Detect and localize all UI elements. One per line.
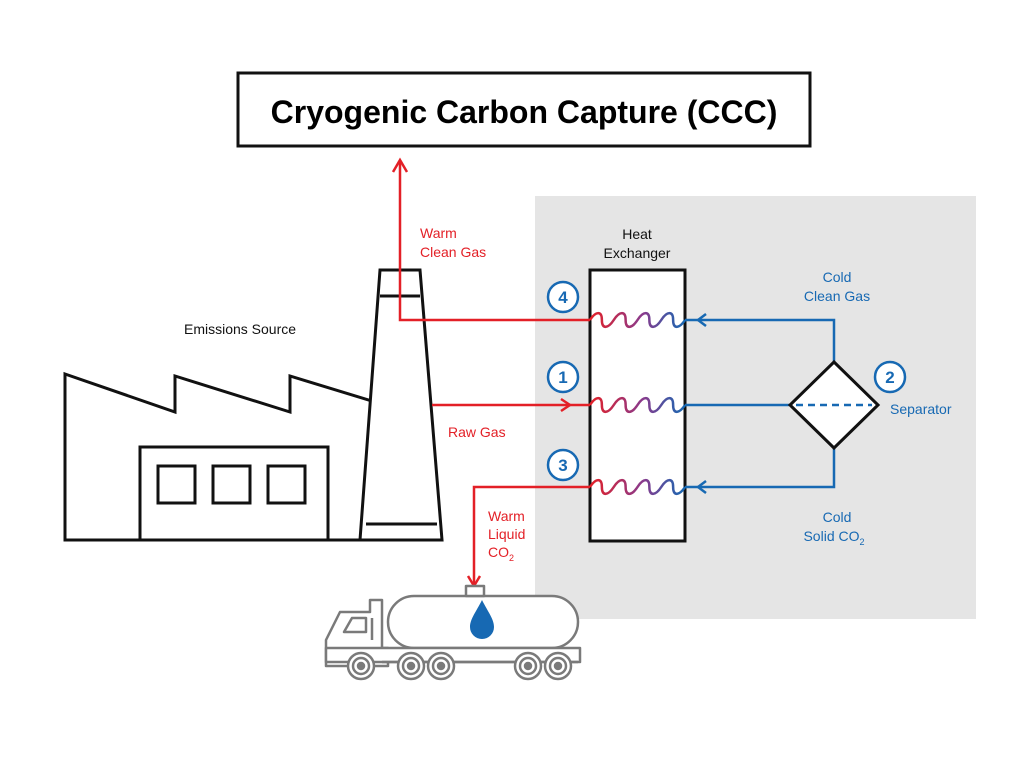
co2-subscript: 2: [860, 537, 865, 547]
warm-clean-gas-label-line2: Clean Gas: [420, 244, 486, 260]
factory-icon: [63, 371, 377, 542]
co2-subscript: 2: [509, 553, 514, 563]
raw-gas-line: [432, 397, 590, 413]
cold-clean-gas-label-line2: Clean Gas: [804, 288, 870, 304]
separator: [787, 359, 881, 451]
title-box: Cryogenic Carbon Capture (CCC): [236, 71, 812, 148]
truck-wheel: [543, 651, 573, 681]
cold-solid-co2-label: Solid CO2: [803, 528, 864, 547]
cold-clean-gas-line: [685, 313, 836, 362]
svg-text:2: 2: [885, 368, 894, 387]
svg-text:3: 3: [558, 456, 567, 475]
step-4-badge: 4: [546, 280, 580, 314]
cold-solid-co2-line: [685, 448, 836, 494]
warm-liquid-co2-label: CO2: [488, 544, 514, 563]
truck-wheels: [346, 651, 573, 681]
warm-liquid-label-line1: Warm: [488, 508, 525, 524]
truck-wheel: [396, 651, 426, 681]
coil-row-1: [588, 396, 687, 414]
step-2-badge: 2: [873, 360, 907, 394]
emissions-source-label: Emissions Source: [184, 321, 296, 337]
separator-label: Separator: [890, 401, 952, 417]
truck-wheel: [426, 651, 456, 681]
svg-text:1: 1: [558, 368, 567, 387]
warm-clean-gas-label-line1: Warm: [420, 225, 457, 241]
heat-exchanger-coils: [588, 311, 687, 496]
cold-clean-gas-label-line1: Cold: [823, 269, 852, 285]
svg-text:4: 4: [558, 288, 568, 307]
heat-exchanger-label-line2: Exchanger: [604, 245, 671, 261]
step-1-badge: 1: [546, 360, 580, 394]
smoke-stack: [358, 268, 444, 542]
truck-wheel: [346, 651, 376, 681]
coil-row-4: [588, 311, 687, 329]
truck-wheel: [513, 651, 543, 681]
step-3-badge: 3: [546, 448, 580, 482]
coil-row-3: [588, 478, 687, 496]
warm-clean-gas-line: [391, 157, 590, 322]
cold-solid-label-line1: Cold: [823, 509, 852, 525]
heat-exchanger-label-line1: Heat: [622, 226, 652, 242]
droplet-icon: [470, 600, 494, 639]
raw-gas-label: Raw Gas: [448, 424, 506, 440]
warm-liquid-label-line2: Liquid: [488, 526, 525, 542]
diagram-title: Cryogenic Carbon Capture (CCC): [271, 94, 778, 130]
